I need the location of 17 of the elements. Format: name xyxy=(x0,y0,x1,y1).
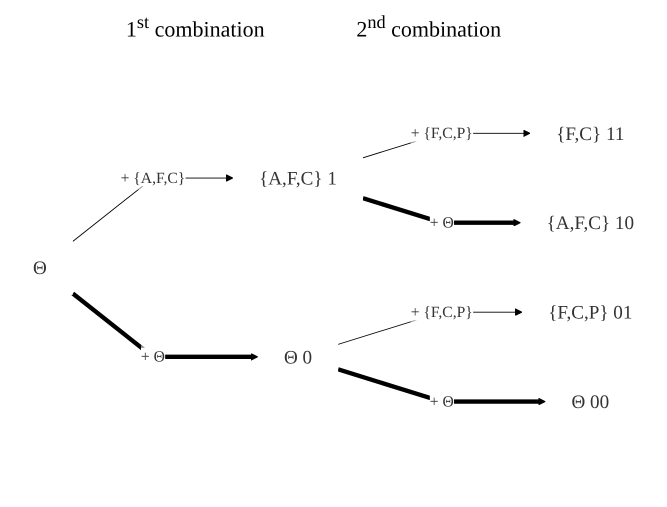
node-text: {A,F,C} 1 xyxy=(259,167,337,189)
node-text: {F,C,P} 01 xyxy=(548,301,632,323)
node-text: {A,F,C} 10 xyxy=(546,212,634,234)
column-heading: 2$^{nd}$ combination xyxy=(356,12,502,42)
edge-label: + {F,C,P} xyxy=(410,302,473,320)
arrow xyxy=(72,292,258,361)
column-heading: 1$^{st}$ combination xyxy=(126,12,265,42)
edge-label: + {F,C,P} xyxy=(410,124,473,142)
node-text: {F,C} 11 xyxy=(556,122,624,144)
edge-label: + Θ xyxy=(140,348,165,365)
edge-label: + Θ xyxy=(430,213,454,231)
node-text: Θ xyxy=(32,256,47,278)
node-text: Θ 00 xyxy=(571,390,610,412)
edge-label: + Θ xyxy=(430,392,454,410)
edge-label: + {A,F,C} xyxy=(120,168,186,186)
arrow xyxy=(337,367,546,406)
node-text: Θ 0 xyxy=(284,346,312,368)
